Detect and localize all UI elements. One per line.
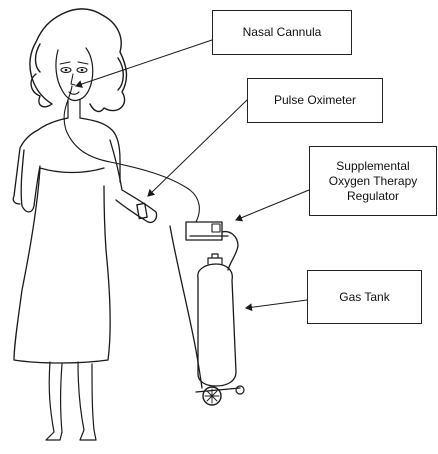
pulse-oximeter-label: Pulse Oximeter <box>247 78 383 123</box>
regulator-text-line3: Regulator <box>347 189 399 204</box>
extended-arm <box>110 140 157 222</box>
cart-frame <box>170 226 240 392</box>
neck <box>68 100 80 118</box>
regulator-label: Supplemental Oxygen Therapy Regulator <box>309 146 437 216</box>
arrow-gas-tank <box>246 300 307 308</box>
pulse-oximeter-device <box>137 203 147 218</box>
eyebrows <box>60 62 88 64</box>
regulator-text-line2: Oxygen Therapy <box>329 174 418 189</box>
hair <box>30 9 127 112</box>
left-pupil <box>65 69 68 72</box>
gas-tank-label: Gas Tank <box>307 270 422 324</box>
arrow-nasal-cannula <box>76 40 212 86</box>
pulse-oximeter-text: Pulse Oximeter <box>274 93 356 108</box>
gas-tank-text: Gas Tank <box>339 290 389 305</box>
gas-tank <box>198 264 236 386</box>
cart-wheel-right <box>236 386 244 394</box>
regulator-unit <box>186 222 222 240</box>
right-pupil <box>81 69 84 72</box>
nose <box>71 74 75 85</box>
dress <box>13 118 120 363</box>
arrow-regulator <box>236 190 309 220</box>
wheel-spokes <box>205 389 219 403</box>
face-outline <box>56 48 93 101</box>
regulator-text-line1: Supplemental <box>336 159 409 174</box>
nasal-cannula-label: Nasal Cannula <box>212 10 352 55</box>
nasal-cannula-text: Nasal Cannula <box>243 25 322 40</box>
oxygen-tubing <box>64 86 199 222</box>
regulator-knob <box>212 224 220 232</box>
legs <box>46 362 96 440</box>
tank-valve <box>208 254 222 264</box>
arrow-pulse-oximeter <box>148 100 247 196</box>
